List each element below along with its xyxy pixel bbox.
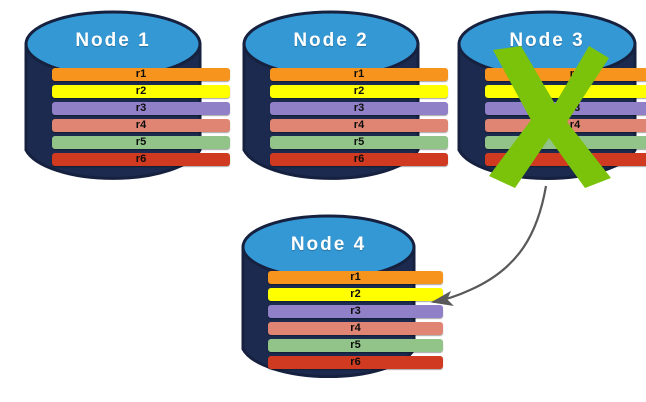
row-bar-r2[interactable]: r2 (268, 288, 443, 301)
row-bar-r6[interactable]: r6 (485, 153, 646, 166)
row-bar-r6[interactable]: r6 (52, 153, 230, 166)
row-bar-r5[interactable]: r5 (270, 136, 448, 149)
row-bar-r4[interactable]: r4 (270, 119, 448, 132)
row-bar-r4[interactable]: r4 (52, 119, 230, 132)
row-bar-r2[interactable]: r2 (52, 85, 230, 98)
node-cylinder-2[interactable]: Node 2 r1 r2 r3 r4 r5 r6 (242, 8, 448, 186)
row-bar-r4[interactable]: r4 (485, 119, 646, 132)
row-bar-r1[interactable]: r1 (270, 68, 448, 81)
node-rows-3: r1 r2 r3 r4 r5 r6 (457, 68, 646, 166)
node-cylinder-4[interactable]: Node 4 r1 r2 r3 r4 r5 r6 (241, 211, 443, 385)
row-bar-r3[interactable]: r3 (485, 102, 646, 115)
node-cylinder-3[interactable]: Node 3 r1 r2 r3 r4 r5 r6 (457, 8, 646, 188)
row-bar-r4[interactable]: r4 (268, 322, 443, 335)
row-bar-r1[interactable]: r1 (485, 68, 646, 81)
row-bar-r2[interactable]: r2 (485, 85, 646, 98)
row-bar-r3[interactable]: r3 (270, 102, 448, 115)
row-bar-r5[interactable]: r5 (268, 339, 443, 352)
node-rows-4: r1 r2 r3 r4 r5 r6 (241, 271, 470, 369)
node-cylinder-1[interactable]: Node 1 r1 r2 r3 r4 r5 r6 (24, 8, 230, 186)
row-bar-r6[interactable]: r6 (268, 356, 443, 369)
row-bar-r3[interactable]: r3 (52, 102, 230, 115)
row-bar-r1[interactable]: r1 (52, 68, 230, 81)
node-rows-1: r1 r2 r3 r4 r5 r6 (24, 68, 258, 166)
row-bar-r5[interactable]: r5 (485, 136, 646, 149)
node-rows-2: r1 r2 r3 r4 r5 r6 (242, 68, 476, 166)
row-bar-r5[interactable]: r5 (52, 136, 230, 149)
row-bar-r3[interactable]: r3 (268, 305, 443, 318)
row-bar-r6[interactable]: r6 (270, 153, 448, 166)
row-bar-r2[interactable]: r2 (270, 85, 448, 98)
row-bar-r1[interactable]: r1 (268, 271, 443, 284)
